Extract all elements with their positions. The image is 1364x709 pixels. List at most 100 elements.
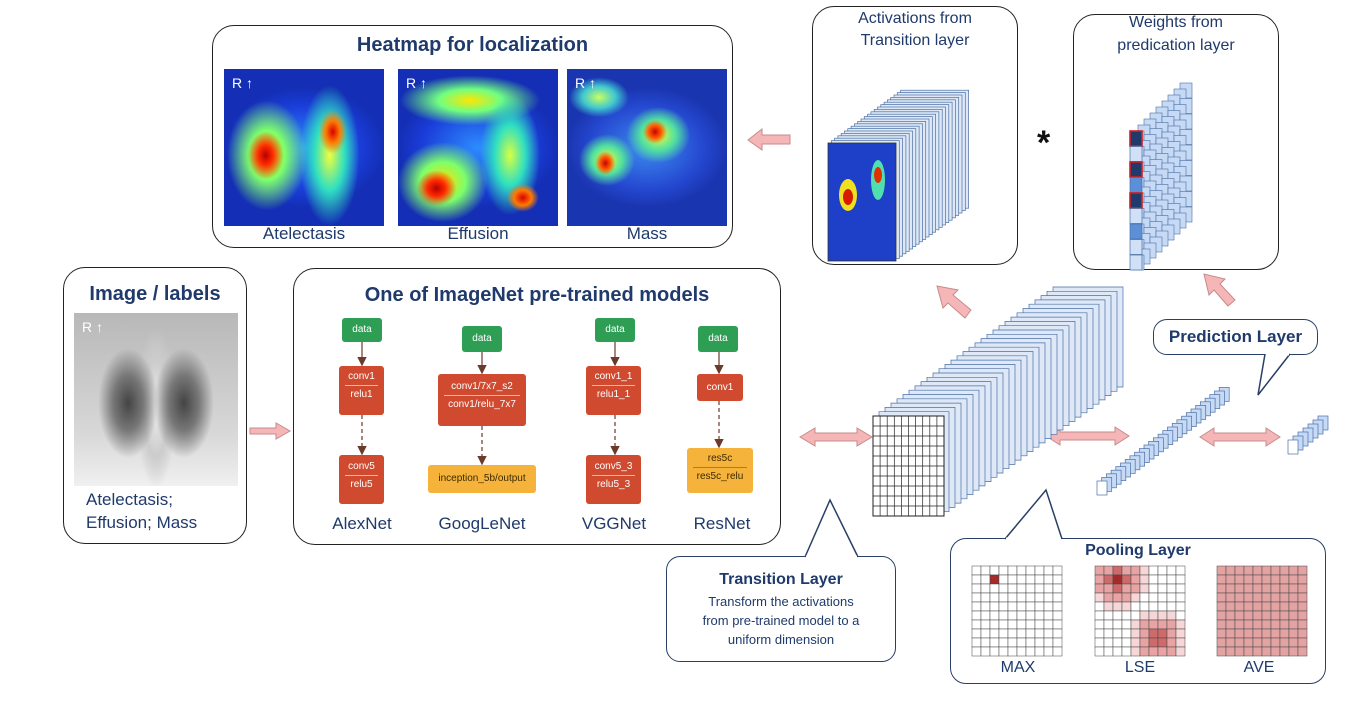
vggnet-top-node: conv1_1 relu1_1 (586, 366, 641, 415)
pooling-max-cell (1052, 583, 1063, 594)
heatmap-mass: R ↑ (567, 69, 727, 226)
pooling-lse-cell (1175, 574, 1186, 585)
activation-front-map (827, 142, 897, 262)
pooling-lse-cell (1103, 601, 1114, 612)
pooling-ave-cell (1252, 637, 1263, 648)
pooling-ave-cell (1243, 592, 1254, 603)
pooling-ave-cell (1243, 601, 1254, 612)
pooling-lse-cell (1112, 583, 1123, 594)
pooling-ave-cell (1216, 601, 1227, 612)
pooling-lse-cell (1121, 619, 1132, 630)
pooling-ave-cell (1234, 646, 1245, 657)
pooling-ave-cell (1234, 565, 1245, 576)
pooling-ave-cell (1288, 574, 1299, 585)
weight-front-cell (1129, 192, 1143, 209)
pooling-max-cell (989, 601, 1000, 612)
weights-title-line1: Weights from (1129, 14, 1223, 31)
pooling-max-cell (980, 628, 991, 639)
pooling-lse-cell (1157, 574, 1168, 585)
heatmap-label-atelectasis: Atelectasis (262, 224, 346, 243)
pooling-max-cell (1034, 646, 1045, 657)
pooling-ave-cell (1297, 610, 1308, 621)
pooling-max-cell (971, 592, 982, 603)
pooling-lse-cell (1166, 574, 1177, 585)
alexnet-top-label-2: relu1 (350, 389, 373, 400)
pooling-ave-cell (1261, 619, 1272, 630)
pooling-lse-cell (1112, 637, 1123, 648)
transition-layer-desc-1: Transform the activations (708, 594, 854, 609)
pooling-ave-cell (1279, 637, 1290, 648)
pooling-ave-cell (1234, 592, 1245, 603)
pooling-max-cell (1043, 574, 1054, 585)
arrow-prediction-to-weights (1203, 273, 1236, 307)
resnet-bottom-label-2: res5c_relu (696, 471, 744, 482)
pooling-max-cell (1034, 592, 1045, 603)
transition-callout-tail (804, 498, 859, 558)
alexnet-bottom-label-2: relu5 (350, 479, 373, 490)
pooling-ave-cell (1261, 574, 1272, 585)
pooling-lse-cell (1130, 583, 1141, 594)
vggnet-data-node: data (595, 318, 635, 342)
model-connectors (357, 342, 724, 466)
pooling-max-cell (1016, 619, 1027, 630)
pooling-lse-cell (1175, 637, 1186, 648)
pooling-ave-cell (1234, 574, 1245, 585)
activations-title-line1: Activations from (858, 10, 972, 27)
pooling-lse-cell (1175, 646, 1186, 657)
pooling-max-cell (989, 619, 1000, 630)
weight-front-cell (1129, 223, 1143, 240)
pooling-max-cell (1007, 637, 1018, 648)
pooling-lse-cell (1121, 610, 1132, 621)
pooling-lse-cell (1094, 601, 1105, 612)
pooling-max-cell (998, 574, 1009, 585)
pooling-lse-cell (1103, 637, 1114, 648)
pooling-ave-cell (1288, 610, 1299, 621)
pooling-max-cell (1034, 601, 1045, 612)
pooling-lse-cell (1157, 592, 1168, 603)
pooling-label-max: MAX (1000, 659, 1036, 676)
pooling-ave-cell (1252, 574, 1263, 585)
pooling-ave-cell (1252, 583, 1263, 594)
pooling-max-cell (1043, 592, 1054, 603)
pooling-ave-cell (1261, 583, 1272, 594)
pooling-ave-cell (1288, 592, 1299, 603)
pooling-lse-cell (1139, 646, 1150, 657)
pooling-ave-cell (1270, 628, 1281, 639)
activations-title-line2: Transition layer (860, 32, 970, 49)
pooling-ave-cell (1234, 601, 1245, 612)
pooling-lse-cell (1139, 637, 1150, 648)
pooling-lse-cell (1094, 610, 1105, 621)
pooling-lse-cell (1130, 619, 1141, 630)
pooling-max-cell (1007, 628, 1018, 639)
pooling-max-cell (971, 583, 982, 594)
arrow-image-to-models (249, 422, 292, 440)
pooling-ave-cell (1225, 646, 1236, 657)
pink-arrows (249, 127, 1281, 447)
pooling-max-cell (1007, 565, 1018, 576)
pooling-max-cell (989, 592, 1000, 603)
resnet-top-node: conv1 (697, 374, 743, 401)
pooling-max-cell (998, 565, 1009, 576)
pooling-ave-cell (1252, 646, 1263, 657)
pooling-ave-cell (1270, 619, 1281, 630)
pooling-lse-cell (1166, 619, 1177, 630)
heatmap-panel-title: Heatmap for localization (356, 34, 589, 56)
pooling-ave-cell (1279, 583, 1290, 594)
pooling-max-cell (1016, 601, 1027, 612)
pooling-ave-cell (1243, 583, 1254, 594)
pooling-lse-cell (1139, 574, 1150, 585)
pooling-max-cell (998, 583, 1009, 594)
image-panel-title: Image / labels (89, 283, 221, 305)
pooling-ave-cell (1216, 574, 1227, 585)
pooling-ave-cell (1243, 574, 1254, 585)
pooling-max-cell (1034, 628, 1045, 639)
weight-front-cell (1129, 146, 1143, 162)
pooling-lse-cell (1139, 583, 1150, 594)
pooling-lse-cell (1094, 619, 1105, 630)
pooling-max-cell (1007, 583, 1018, 594)
pooling-lse-cell (1121, 574, 1132, 585)
pooling-max-cell (971, 628, 982, 639)
pooling-lse-cell (1112, 646, 1123, 657)
pooling-max-cell (998, 619, 1009, 630)
pooling-ave-cell (1261, 610, 1272, 621)
